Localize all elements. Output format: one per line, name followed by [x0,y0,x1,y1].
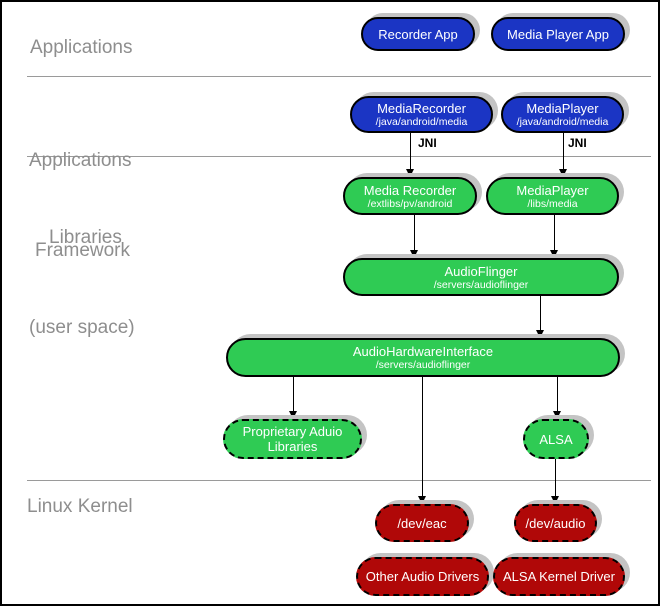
node-media-player-app: Media Player App [491,17,625,51]
node-title: MediaPlayer [526,101,599,116]
node-audiohardwareinterface: AudioHardwareInterface /servers/audiofli… [226,338,620,377]
node-alsa-kernel-driver: ALSA Kernel Driver [493,557,625,596]
arrowhead-down-icon [418,496,426,504]
connector-mediarecorder-audioflinger [414,215,415,250]
arrowhead-down-icon [551,496,559,504]
layer-label-libraries: Libraries (user space) [29,163,135,403]
layer-divider-kernel [27,480,651,481]
arrowhead-down-icon [550,250,558,258]
layer-label-applications-framework: Applications Framework [29,86,131,326]
node-other-audio-drivers: Other Audio Drivers [356,557,489,596]
connector-mediaplayer-audioflinger [554,215,555,250]
node-subtitle: /extlibs/pv/android [367,197,453,210]
node-dev-audio: /dev/audio [514,504,597,542]
arrowhead-down-icon [289,411,297,419]
layer-label-line: (user space) [29,317,135,338]
node-subtitle: /java/android/media [375,116,468,128]
node-title: Media Recorder [363,182,457,198]
connector-ahi-proprietary [293,377,294,411]
node-subtitle: /java/android/media [516,116,609,128]
node-title: Libraries [267,439,318,454]
arrowhead-down-icon [536,330,544,338]
connector-ahi-dev-eac [422,377,423,496]
connector-ahi-alsa [557,377,558,411]
jni-label-right: JNI [568,136,587,150]
node-title: Other Audio Drivers [365,569,480,584]
layer-label-applications: Applications [30,37,133,58]
node-recorder-app: Recorder App [361,17,475,51]
node-media-recorder-lib: Media Recorder /extlibs/pv/android [343,177,477,215]
layer-divider-framework [27,156,651,157]
node-title: /dev/audio [525,515,586,531]
node-title: MediaPlayer [516,182,589,198]
layer-label-linux-kernel: Linux Kernel [27,496,133,517]
node-alsa: ALSA [523,419,589,459]
node-audioflinger: AudioFlinger /servers/audioflinger [343,258,619,296]
node-title: ALSA [539,431,573,447]
layer-label-line: Libraries [49,227,122,248]
node-title: AudioHardwareInterface [352,344,494,359]
node-subtitle: /servers/audioflinger [433,278,529,291]
node-title: Proprietary Aduio [242,424,343,439]
arrowhead-down-icon [559,169,567,177]
jni-label-left: JNI [418,136,437,150]
arrowhead-down-icon [553,411,561,419]
node-subtitle: /libs/media [527,197,578,210]
connector-mediarecorder-jni [410,133,411,169]
arrowhead-down-icon [406,169,414,177]
node-mediaplayer-lib: MediaPlayer /libs/media [486,177,619,215]
node-title: ALSA Kernel Driver [503,569,615,584]
node-title: Recorder App [378,26,458,42]
node-mediarecorder-framework: MediaRecorder /java/android/media [350,96,493,133]
node-title: Media Player App [507,26,609,42]
node-title: AudioFlinger [444,263,518,279]
node-title: /dev/eac [397,515,447,531]
node-mediaplayer-framework: MediaPlayer /java/android/media [501,96,624,133]
node-proprietary-audio-libraries: Proprietary Aduio Libraries [223,419,362,459]
connector-mediaplayer-jni [563,133,564,169]
layer-label-line: Applications [29,150,132,171]
connector-alsa-dev-audio [555,459,556,496]
arrowhead-down-icon [410,250,418,258]
node-dev-eac: /dev/eac [375,504,469,542]
node-title: MediaRecorder [377,101,466,116]
connector-audioflinger-ahi [540,296,541,330]
layer-label-line: Framework [35,240,131,261]
node-subtitle: /servers/audioflinger [375,359,471,371]
layer-divider-applications [27,76,651,77]
